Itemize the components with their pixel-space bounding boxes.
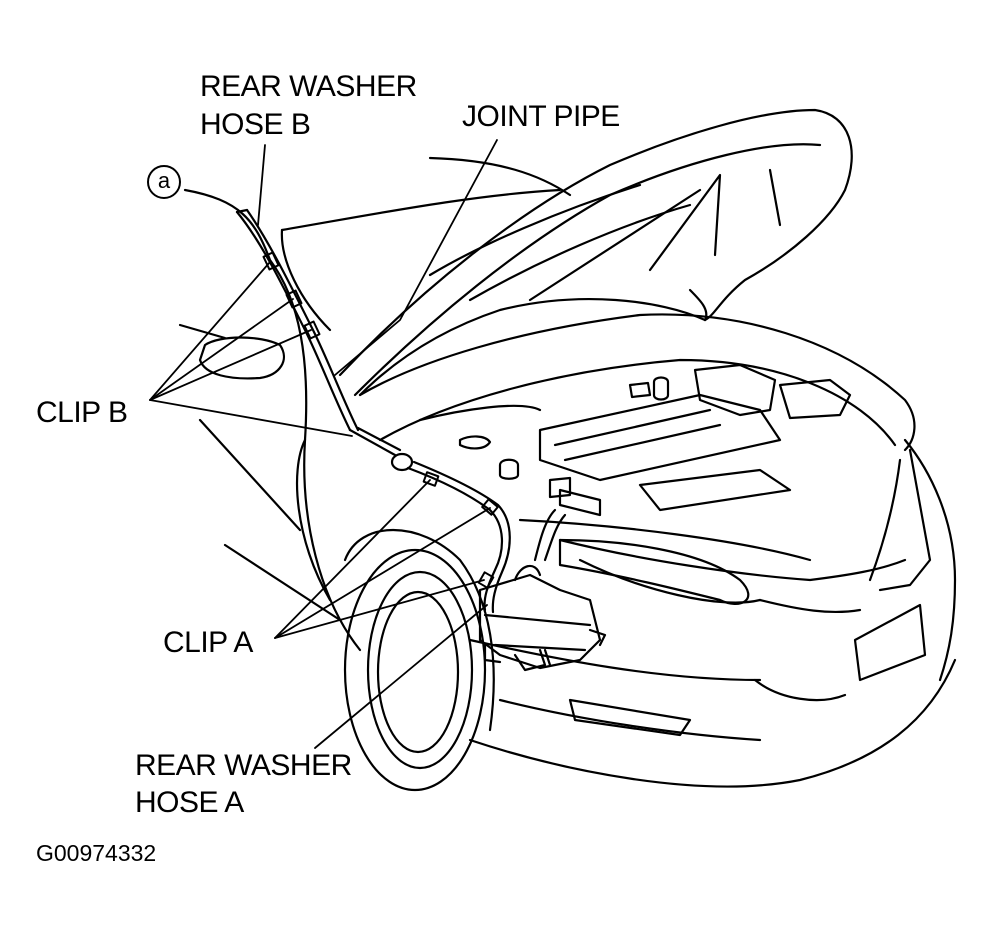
rear-washer-hose-b-label-line2: HOSE B bbox=[200, 108, 311, 141]
joint-pipe bbox=[348, 426, 414, 472]
callout-a-marker: a bbox=[147, 165, 181, 199]
clip-a-marks bbox=[422, 471, 499, 589]
rear-washer-hose-b-label-line1: REAR WASHER bbox=[200, 70, 417, 103]
raised-hood bbox=[338, 108, 853, 397]
washer-tank bbox=[478, 508, 607, 672]
figure-code: G00974332 bbox=[36, 840, 157, 866]
rear-washer-hose-b bbox=[235, 208, 360, 432]
rear-washer-hose-a-label-line2: HOSE A bbox=[135, 786, 244, 819]
joint-pipe-label: JOINT PIPE bbox=[462, 100, 620, 133]
engine-bay-components bbox=[418, 363, 852, 517]
rear-washer-hose-a-label-line1: REAR WASHER bbox=[135, 749, 352, 782]
clip-a-label: CLIP A bbox=[163, 626, 253, 659]
clip-b-label: CLIP B bbox=[36, 396, 128, 429]
car-body-outline bbox=[178, 156, 957, 792]
leader-lines bbox=[149, 139, 498, 749]
